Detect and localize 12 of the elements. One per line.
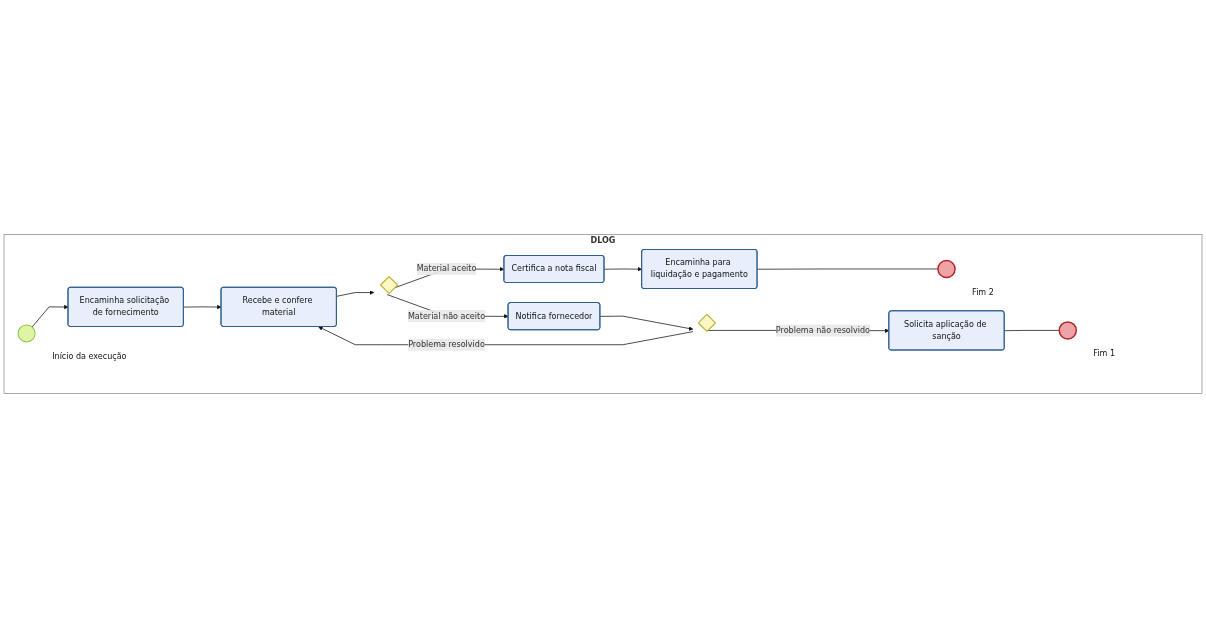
edge-label: Material não aceito — [407, 311, 486, 321]
node-label: Fim 1 — [1093, 348, 1116, 359]
node-diamond — [697, 313, 717, 333]
node-label: Fim 2 — [972, 287, 994, 297]
node-diamond — [379, 275, 399, 295]
edge-label: Problema não resolvido — [775, 325, 870, 335]
node-circle — [17, 324, 36, 343]
node-circle — [1058, 321, 1078, 340]
edge-label: Problema resolvido — [408, 339, 485, 350]
node-label: Início da execução — [52, 351, 127, 362]
edge-label: Material aceito — [416, 263, 477, 274]
node-circle — [937, 259, 956, 279]
